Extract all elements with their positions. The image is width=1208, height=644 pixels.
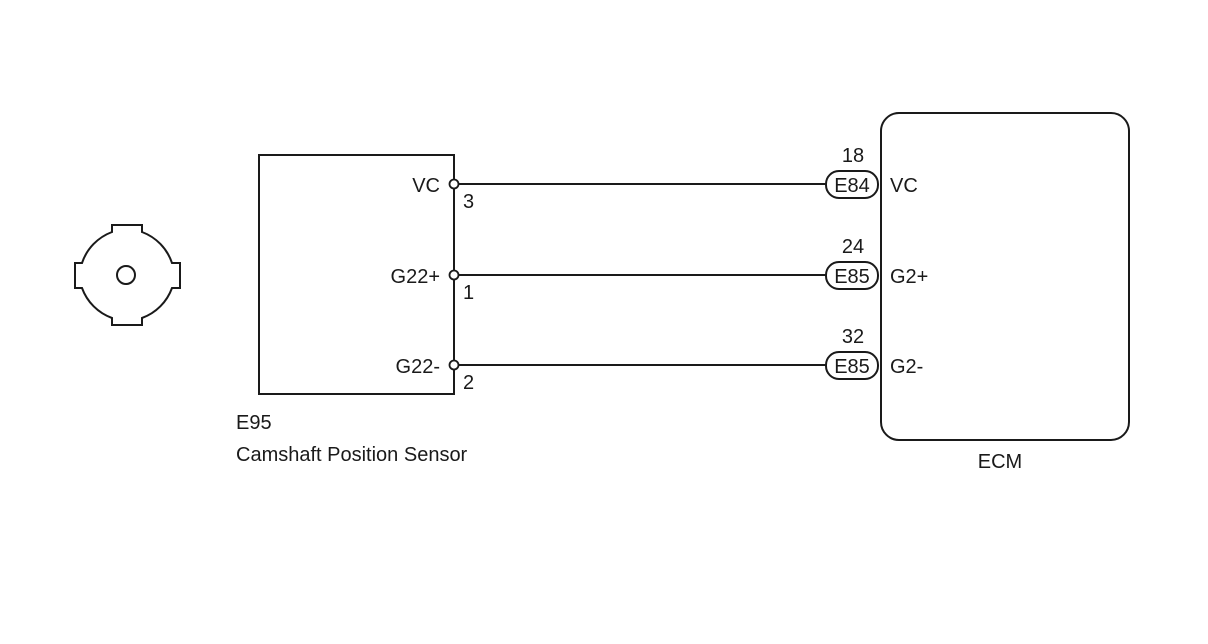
sensor-code: E95: [236, 412, 272, 434]
ecm-connector-e84: [825, 170, 879, 199]
sensor-connector-face-icon: [74, 224, 181, 326]
ecm-box: [880, 112, 1130, 441]
ecm-connector-e85-g2-minus: [825, 351, 879, 380]
ecm-pin-number-vc: 18: [842, 145, 864, 167]
ecm-connector-e85-g2-plus: [825, 261, 879, 290]
sensor-pin-g22-minus: [448, 359, 460, 371]
ecm-pin-number-g2-minus: 32: [842, 326, 864, 348]
sensor-pin-number-g22-plus: 1: [463, 282, 474, 304]
sensor-pin-number-vc: 3: [463, 191, 474, 213]
sensor-terminal-label-vc: VC: [412, 175, 440, 197]
sensor-pin-g22-plus: [448, 269, 460, 281]
sensor-terminal-label-g22-plus: G22+: [391, 266, 440, 288]
sensor-pin-vc: [448, 178, 460, 190]
sensor-terminal-label-g22-minus: G22-: [396, 356, 440, 378]
sensor-connector-center-icon: [116, 265, 136, 285]
ecm-terminal-label-vc: VC: [890, 175, 918, 197]
ecm-connector-label-g2-plus: E85: [834, 266, 870, 288]
ecm-name: ECM: [978, 451, 1022, 473]
ecm-terminal-label-g2-minus: G2-: [890, 356, 923, 378]
ecm-connector-label-vc: E84: [834, 175, 870, 197]
ecm-pin-number-g2-plus: 24: [842, 236, 864, 258]
sensor-name: Camshaft Position Sensor: [236, 444, 468, 466]
ecm-terminal-label-g2-plus: G2+: [890, 266, 928, 288]
ecm-connector-label-g2-minus: E85: [834, 356, 870, 378]
sensor-pin-number-g22-minus: 2: [463, 372, 474, 394]
